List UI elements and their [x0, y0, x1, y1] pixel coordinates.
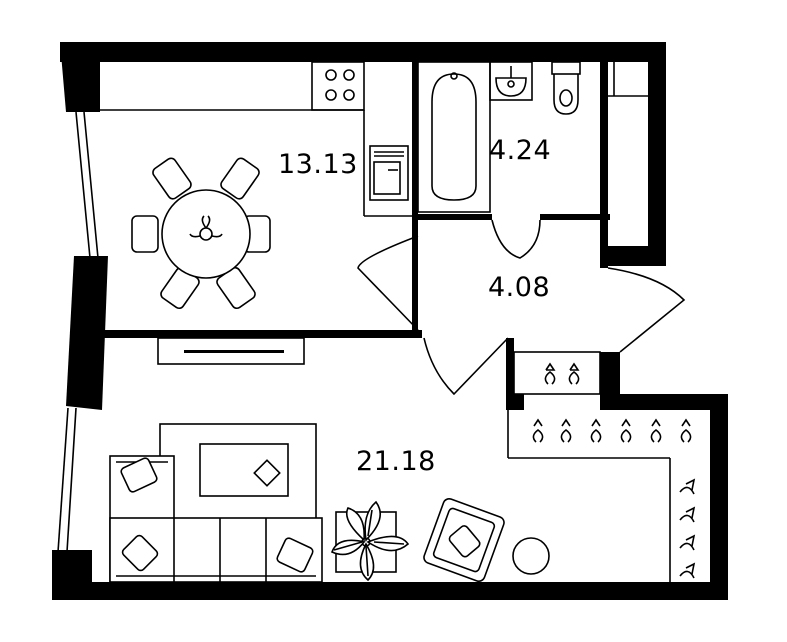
- oven-icon: [369, 145, 409, 201]
- side-table-icon: [512, 537, 550, 575]
- stove-icon: [311, 61, 365, 111]
- kitchen-area-label: 13.13: [278, 149, 358, 180]
- pillow-icon: [120, 457, 314, 573]
- washing-machine-icon: [608, 62, 648, 97]
- closet-wardrobe: [507, 410, 671, 582]
- window-lower: [57, 407, 77, 553]
- kitchen-counter: [100, 109, 412, 217]
- interior-walls: [100, 62, 610, 410]
- bathtub-icon: [417, 61, 491, 213]
- hallway-area-label: 4.08: [488, 272, 550, 303]
- bathroom-area-label: 4.24: [489, 135, 551, 166]
- toilet-icon: [551, 61, 581, 115]
- tv-stand-icon: [157, 337, 305, 365]
- chair-icon: [131, 157, 271, 310]
- living-room-area-label: 21.18: [356, 446, 436, 477]
- closet-upper: [513, 351, 601, 395]
- hanger-icon: [532, 362, 696, 579]
- window-upper: [75, 111, 99, 259]
- dining-table-icon: [131, 157, 271, 310]
- sink-icon: [489, 61, 533, 101]
- exterior-walls: [52, 42, 728, 600]
- vase-icon: [189, 215, 223, 241]
- plant-icon: [330, 500, 410, 582]
- armchair-icon: [423, 497, 505, 583]
- door-swing-icon: [357, 219, 686, 396]
